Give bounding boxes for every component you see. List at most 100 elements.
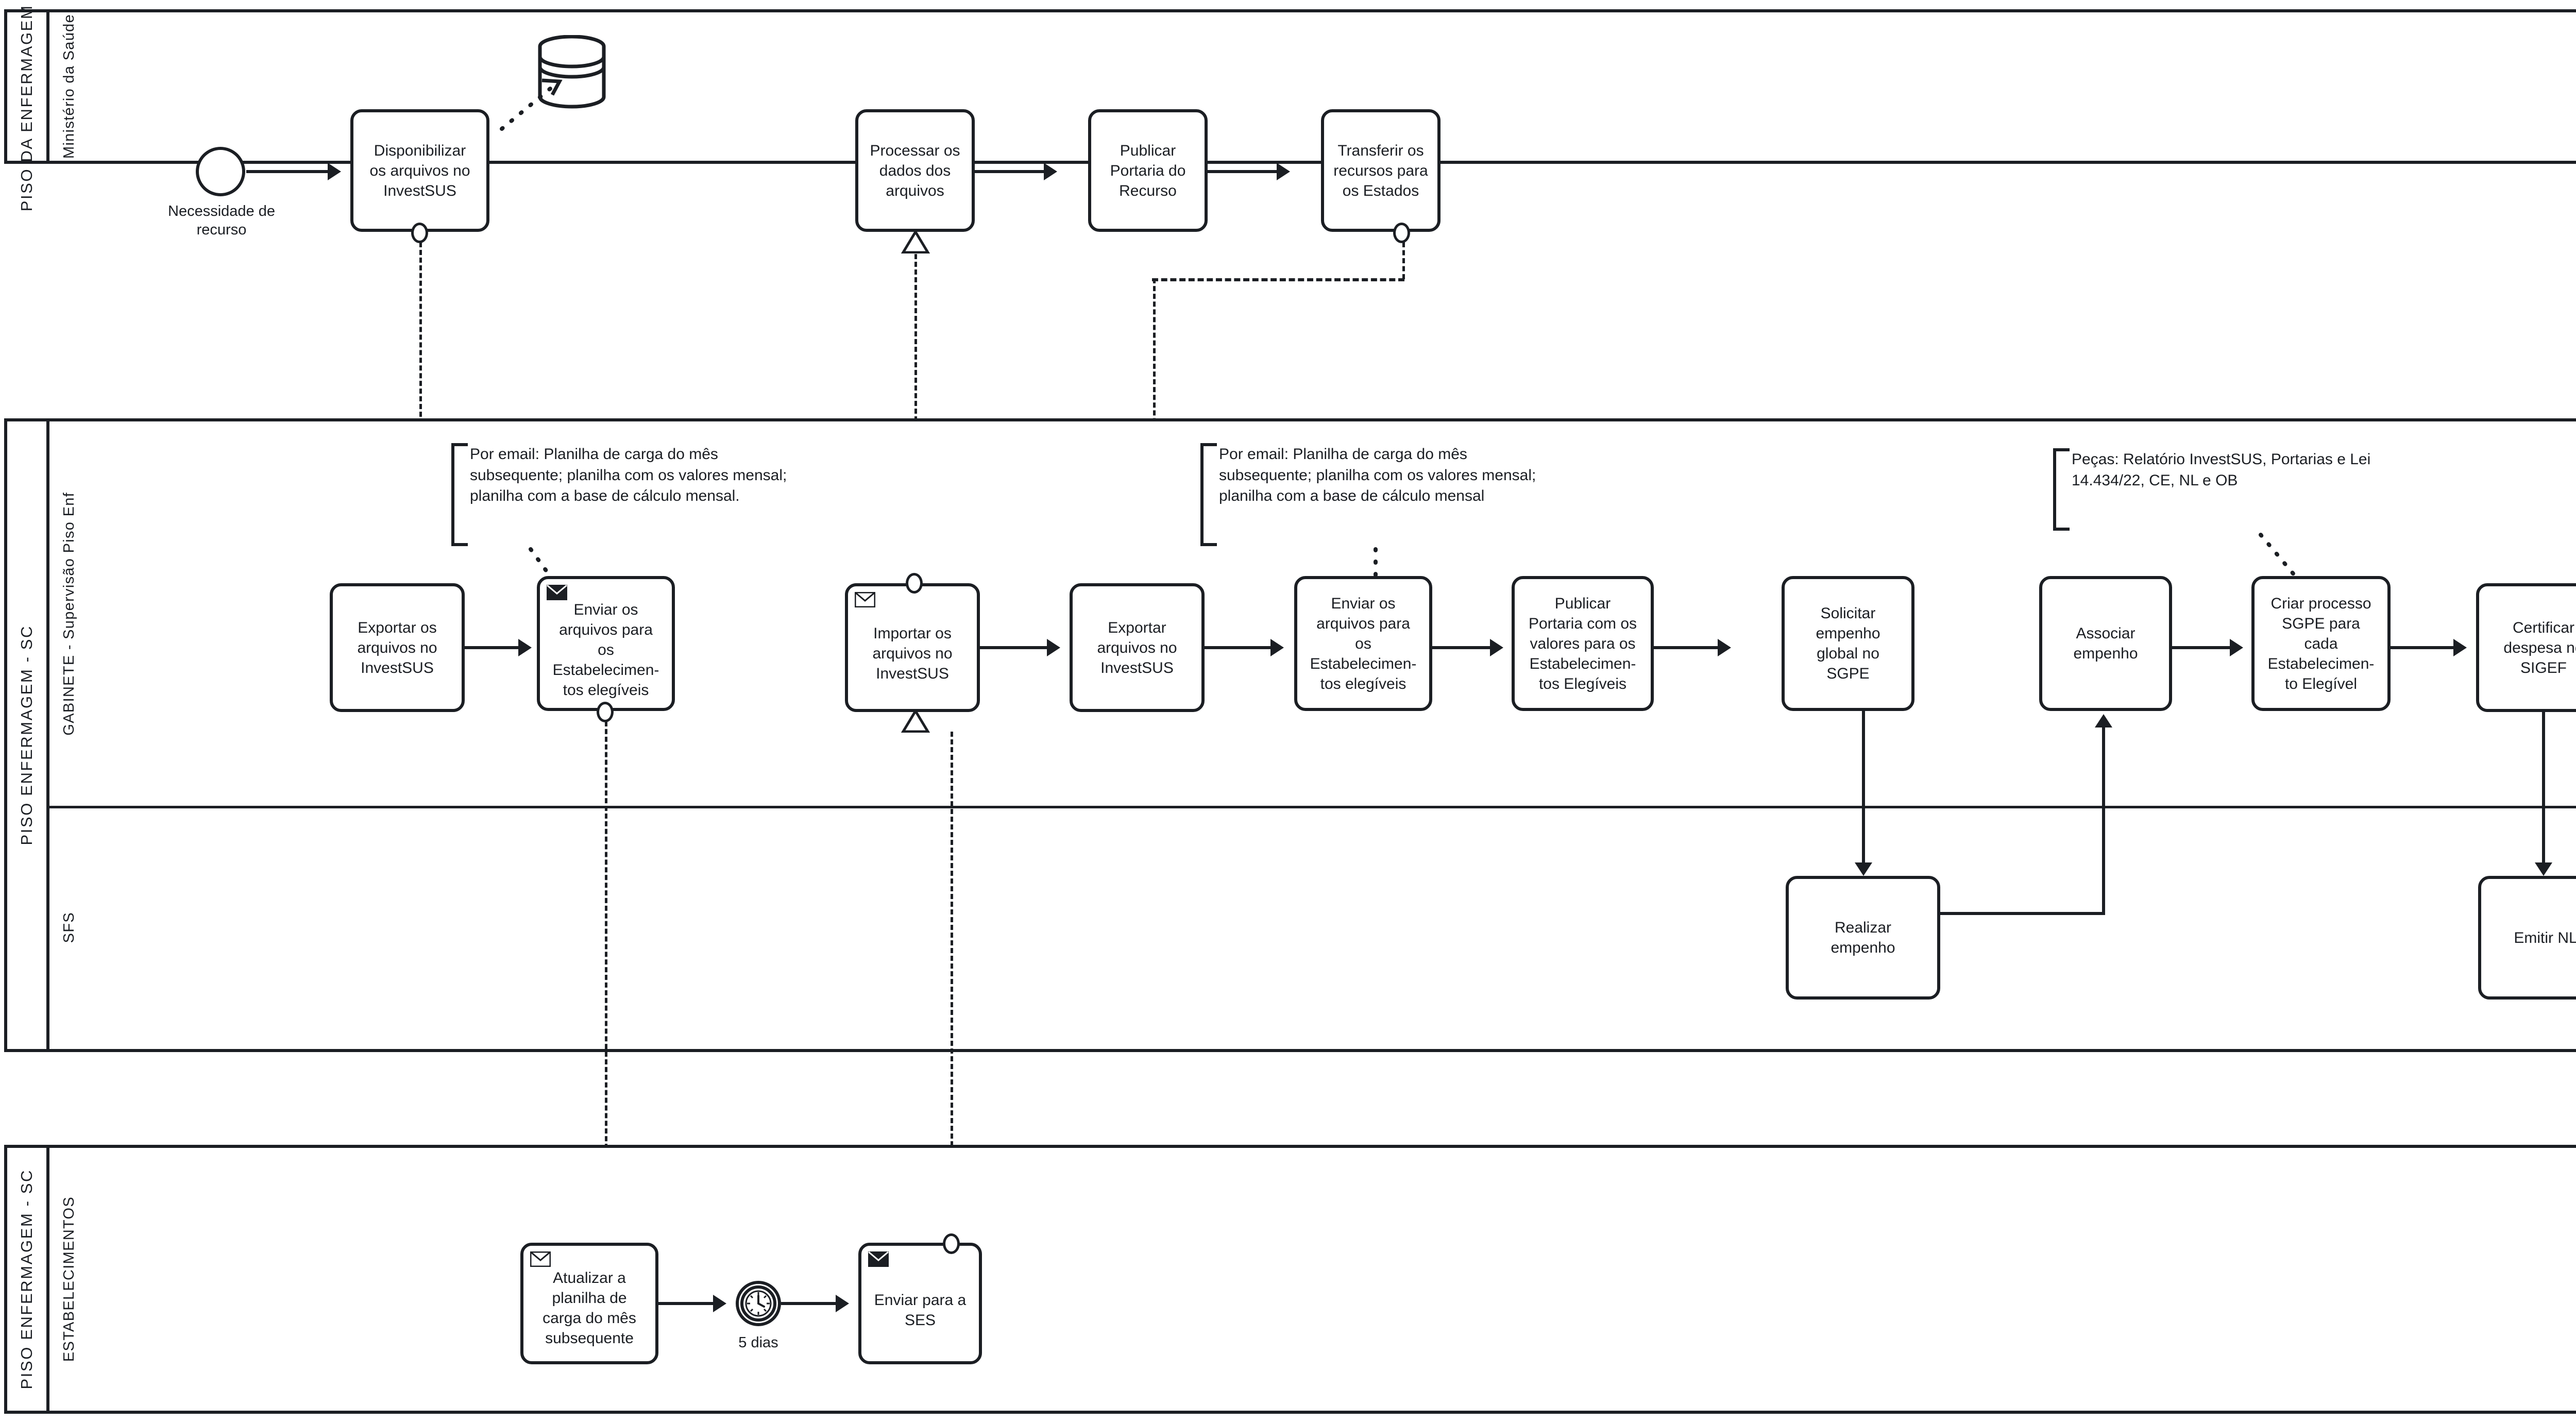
timer-event-label: 5 dias — [738, 1334, 778, 1351]
flow-certificar-to-nl — [2542, 712, 2545, 862]
task-emitir-nl[interactable]: Emitir NL — [2478, 876, 2576, 1000]
flow-realizar-to-associar-seg2 — [2102, 727, 2105, 912]
boundary-event-enviar-ses[interactable] — [943, 1233, 960, 1254]
boundary-event-importar[interactable] — [906, 573, 923, 594]
message-flow-enviar-ses-to-importar — [951, 732, 953, 1247]
flow-arrow — [1047, 639, 1060, 656]
lane-title-ministerio-da-saude: Ministério da Saúde — [49, 12, 89, 161]
flow-arrow — [2535, 862, 2552, 876]
flow-arrow — [2095, 714, 2112, 727]
pool-piso-enfermagem-sc: PISO ENFERMAGEM - SC GABINETE - Supervis… — [4, 418, 2576, 1052]
lane-label: SFS — [60, 911, 77, 943]
flow-publicar-to-transferir — [1208, 170, 1277, 173]
lane-title-gabinete: GABINETE - Supervisão Piso Enf — [49, 421, 89, 806]
message-flow-enviar1-to-atualizar — [605, 721, 607, 1233]
boundary-event-enviar1[interactable] — [597, 702, 614, 722]
flow-exportar1-to-enviar1 — [465, 646, 518, 649]
association-datastore — [500, 78, 563, 131]
send-message-icon — [547, 585, 567, 600]
annotation-text: Peças: Relatório InvestSUS, Portarias e … — [2072, 451, 2371, 489]
flow-arrow — [1855, 862, 1872, 876]
message-flow-arrowhead-hollow-up — [901, 710, 930, 733]
message-flow-transferir-seg2 — [1152, 278, 1404, 281]
flow-start-to-disponibilizar — [246, 170, 328, 173]
pool-estabelecimentos: PISO ENFERMAGEM - SC ESTABELECIMENTOS — [4, 1145, 2576, 1414]
message-flow-disponibilizar — [419, 242, 422, 571]
flow-arrow — [713, 1295, 726, 1312]
receive-message-icon — [530, 1251, 551, 1267]
flow-arrow — [2230, 639, 2243, 656]
flow-criar-to-certificar — [2391, 646, 2453, 649]
pool-title-piso-enfermagem-sc: PISO ENFERMAGEM - SC — [7, 421, 49, 1049]
lane-label: GABINETE - Supervisão Piso Enf — [60, 492, 77, 736]
flow-arrow — [518, 639, 532, 656]
flow-processar-to-publicar — [975, 170, 1044, 173]
association-annotation-2 — [1374, 547, 1378, 600]
send-message-icon — [868, 1251, 889, 1267]
lane-label: ESTABELECIMENTOS — [60, 1196, 77, 1362]
pool-title-piso-enfermagem-sc-2: PISO ENFERMAGEM - SC — [7, 1148, 49, 1411]
timer-intermediate-event[interactable] — [736, 1281, 781, 1326]
annotation-bracket — [451, 443, 468, 546]
start-event-necessidade-recurso[interactable] — [196, 147, 245, 196]
pool-label: PISO ENFERMAGEM - SC — [18, 625, 36, 845]
flow-importar-to-exportar2 — [980, 646, 1047, 649]
lane-label: Ministério da Saúde — [60, 14, 77, 159]
flow-arrow — [836, 1295, 849, 1312]
flow-arrow — [1490, 639, 1503, 656]
pool-label: PISO ENFERMAGEM - SC — [18, 1169, 36, 1390]
boundary-event-transferir[interactable] — [1393, 223, 1410, 243]
lane-title-estabelecimentos: ESTABELECIMENTOS — [49, 1148, 89, 1411]
message-flow-arrowhead-hollow-up — [901, 231, 930, 253]
flow-publicar-to-solicitar — [1654, 646, 1718, 649]
message-flow-transferir-seg1 — [1402, 242, 1405, 279]
flow-timer-to-enviar-ses — [781, 1302, 836, 1305]
task-label: Emitir NL — [2514, 929, 2576, 946]
lane-separator — [46, 806, 2576, 808]
flow-associar-to-criar — [2172, 646, 2230, 649]
annotation-bracket — [2053, 448, 2070, 531]
flow-arrow — [1718, 639, 1731, 656]
flow-arrow — [2453, 639, 2467, 656]
flow-realizar-to-associar-seg1 — [1940, 912, 2105, 915]
annotation-text: Por email: Planilha de carga do mês subs… — [470, 446, 787, 504]
pool-label: PISO DA ENFERMAGEM - SC — [18, 0, 36, 212]
annotation-1: Por email: Planilha de carga do mês subs… — [451, 443, 802, 546]
boundary-event-disponibilizar[interactable] — [411, 223, 428, 243]
flow-arrow — [1270, 639, 1284, 656]
flow-exportar2-to-enviar2 — [1205, 646, 1270, 649]
lane-title-sfs: SFS — [49, 806, 89, 1049]
flow-arrow — [328, 163, 341, 180]
annotation-text: Por email: Planilha de carga do mês subs… — [1219, 446, 1536, 504]
annotation-3: Peças: Relatório InvestSUS, Portarias e … — [2053, 448, 2372, 531]
